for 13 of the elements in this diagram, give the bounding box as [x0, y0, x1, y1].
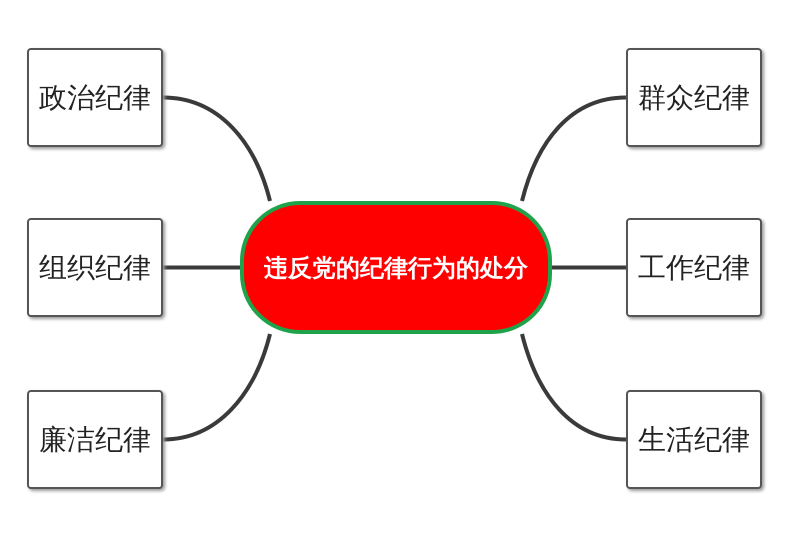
connector-line — [520, 333, 626, 442]
topic-box: 群众纪律 — [626, 48, 762, 147]
topic-box: 政治纪律 — [27, 48, 163, 147]
topic-box: 廉洁纪律 — [27, 390, 163, 489]
connector-line — [162, 333, 272, 442]
connector-line — [520, 96, 626, 202]
connector-line — [162, 96, 272, 202]
connector-line — [552, 266, 626, 270]
topic-box: 生活纪律 — [626, 390, 762, 489]
topic-box: 工作纪律 — [626, 218, 762, 317]
topic-box: 组织纪律 — [27, 218, 163, 317]
connector-line — [163, 266, 240, 270]
central-topic-pill: 违反党的纪律行为的处分 — [240, 201, 552, 334]
